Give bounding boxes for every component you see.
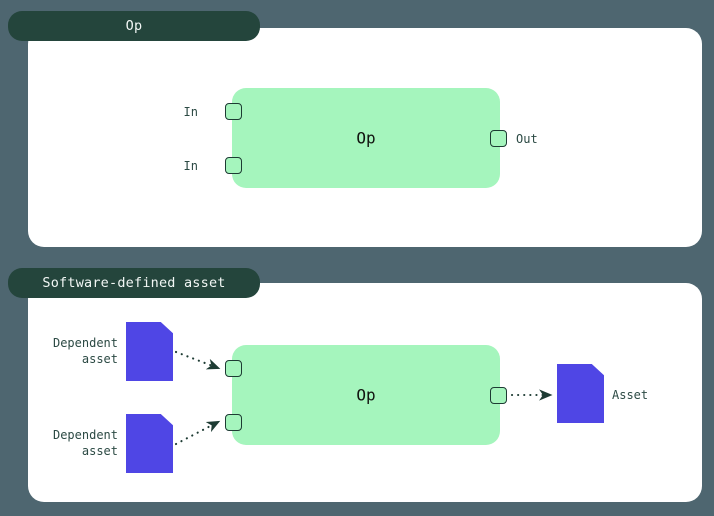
document-icon-produced-asset[interactable] [557, 364, 604, 423]
document-icon-dependent-asset-2[interactable] [126, 414, 173, 473]
port-input-1a-label: In [183, 105, 198, 119]
port-input-1a[interactable] [225, 103, 242, 120]
port-output-1[interactable] [490, 130, 507, 147]
port-output-1-label: Out [516, 132, 538, 146]
port-input-2b[interactable] [225, 414, 242, 431]
op-box-1-label: Op [356, 128, 376, 148]
port-input-2a[interactable] [225, 360, 242, 377]
panel-tab-software-defined-asset-label: Software-defined asset [42, 275, 226, 291]
panel-tab-op: Op [8, 11, 260, 41]
panel-tab-op-label: Op [125, 18, 143, 34]
op-box-2-label: Op [356, 385, 376, 405]
panel-tab-software-defined-asset: Software-defined asset [8, 268, 260, 298]
port-output-2[interactable] [490, 387, 507, 404]
dependent-asset-1-label: Dependent asset [52, 336, 118, 366]
document-icon-dependent-asset-1[interactable] [126, 322, 173, 381]
dependent-asset-2-label: Dependent asset [52, 428, 118, 458]
port-input-1b-label: In [183, 159, 198, 173]
port-input-1b[interactable] [225, 157, 242, 174]
op-box-2: Op [232, 345, 500, 445]
op-box-1: Op [232, 88, 500, 188]
produced-asset-label: Asset [612, 388, 649, 402]
